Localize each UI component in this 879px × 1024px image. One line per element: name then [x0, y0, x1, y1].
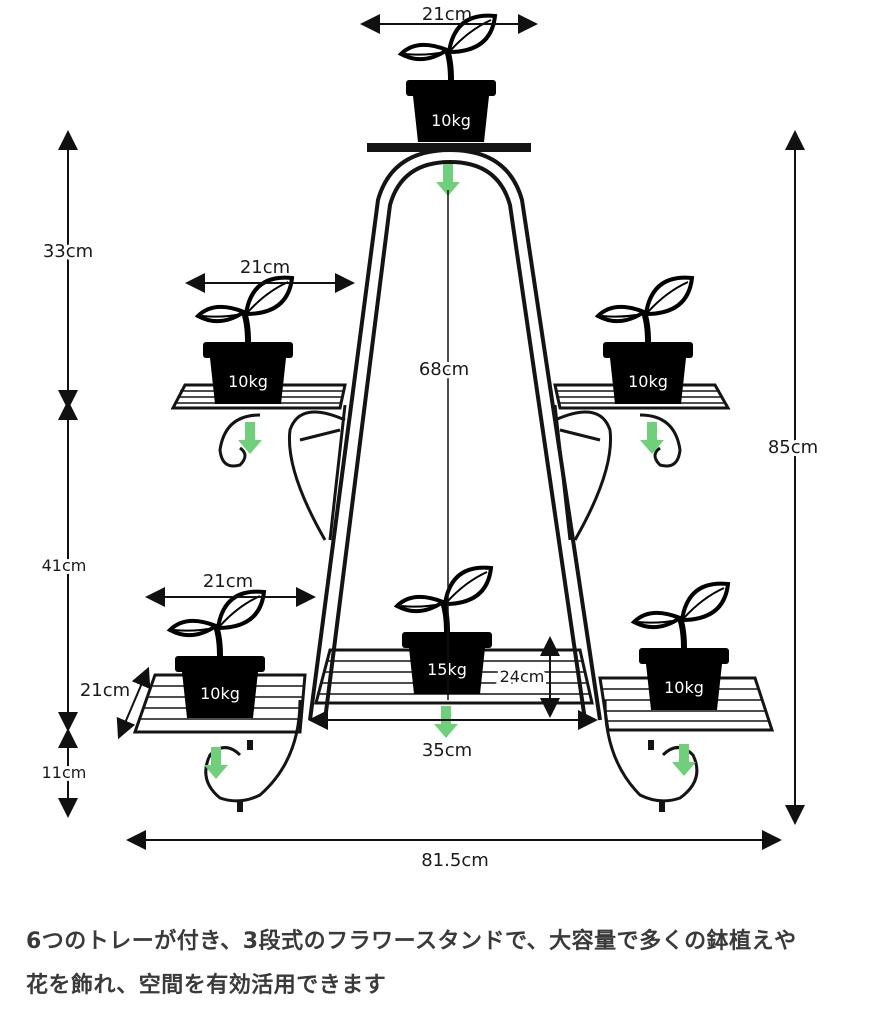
dim-height-mid: 41cm [42, 556, 87, 575]
load-label-mid-left: 10kg [228, 372, 268, 391]
dim-center-tray-depth: 24cm [500, 667, 545, 686]
pot-top: 10kg [401, 16, 496, 142]
dim-height-bottom: 11cm [42, 763, 87, 782]
load-label-mid-right: 10kg [628, 372, 668, 391]
dim-bottom-left-width: 21cm [203, 571, 253, 592]
load-label-bottom-right: 10kg [664, 678, 704, 697]
load-label-bottom-center: 15kg [427, 660, 467, 679]
top-tray [367, 143, 531, 152]
dim-total-height: 85cm [768, 437, 818, 458]
dim-center-tray-width: 35cm [422, 740, 472, 761]
pot-bottom-center: 15kg [397, 568, 492, 694]
load-label-bottom-left: 10kg [200, 684, 240, 703]
product-caption: 6つのトレーが付き、3段式のフラワースタンドで、大容量で多くの鉢植えや 花を飾れ… [26, 920, 866, 1008]
pot-mid-right: 10kg [598, 278, 693, 404]
dim-height-top: 33cm [43, 241, 93, 262]
caption-line-2: 花を飾れ、空間を有効活用できます [26, 973, 387, 998]
pot-mid-left: 10kg [198, 278, 293, 404]
load-label-top: 10kg [431, 111, 471, 130]
dim-top-width: 21cm [422, 4, 472, 25]
load-arrow-bottom-center [434, 706, 458, 738]
dim-total-width: 81.5cm [421, 850, 489, 871]
dim-center-height: 68cm [419, 359, 469, 380]
dimension-lines [58, 14, 805, 850]
pot-bottom-left: 10kg [170, 592, 265, 718]
pot-bottom-right: 10kg [634, 584, 729, 710]
stand-frame [204, 147, 699, 812]
caption-line-1: 6つのトレーが付き、3段式のフラワースタンドで、大容量で多くの鉢植えや [26, 929, 797, 954]
dim-tray-depth: 21cm [80, 680, 130, 701]
dim-mid-left-width: 21cm [240, 257, 290, 278]
